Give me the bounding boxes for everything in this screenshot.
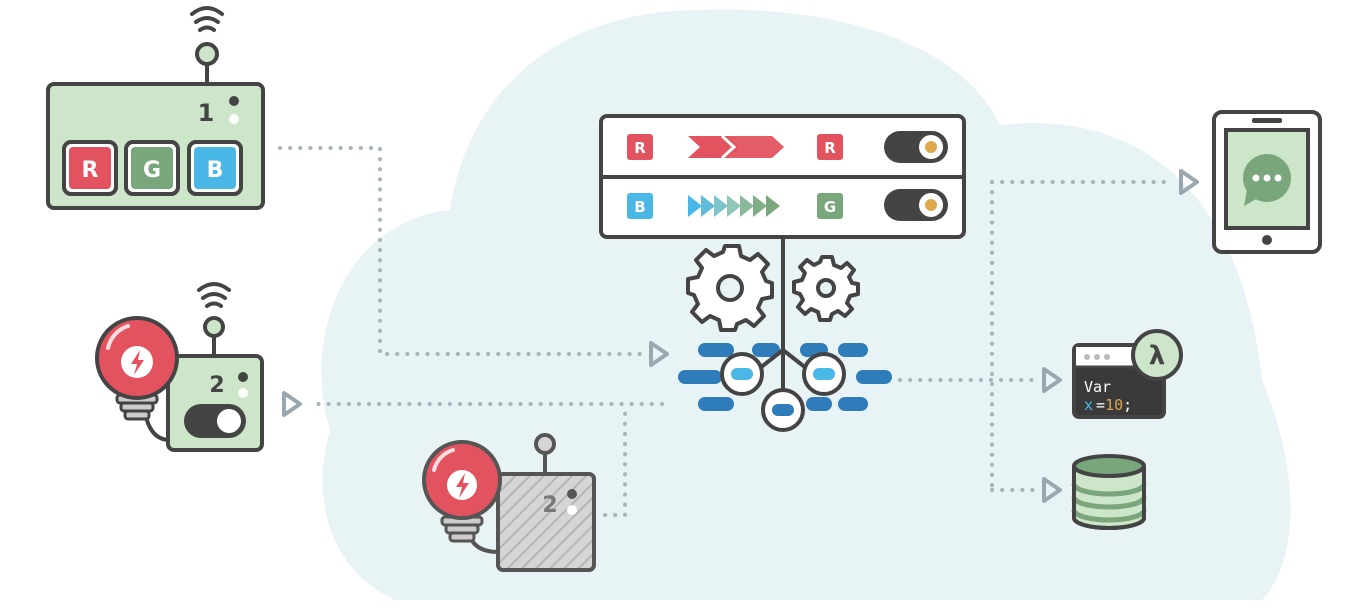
tablet-device [1212, 110, 1322, 254]
topic-node [720, 352, 764, 396]
status-led-dark [229, 96, 239, 106]
transform-arrows-blue-to-green [688, 195, 780, 217]
home-button [1262, 235, 1272, 245]
rule-source-label: B [634, 198, 645, 216]
svg-text:λ: λ [1149, 341, 1165, 371]
rule-source-label: R [634, 139, 646, 157]
code-value: 10 [1105, 396, 1123, 414]
blue-button[interactable]: B [187, 140, 243, 196]
arrow-to-lambda [1042, 367, 1062, 393]
lightbulb-icon [95, 316, 179, 421]
device-shadow: 2 [422, 433, 596, 572]
code-line-1: Var [1084, 378, 1111, 396]
rule-target-label: G [824, 198, 836, 216]
red-button[interactable]: R [62, 140, 118, 196]
device-number-1: 1 [198, 99, 215, 127]
code-terminator: ; [1123, 396, 1132, 414]
topic-node [761, 388, 805, 432]
arrow-to-tablet [1179, 169, 1199, 195]
topic-node [802, 352, 846, 396]
database-icon [1071, 454, 1147, 530]
svg-text:B: B [207, 158, 224, 183]
controller-to-broker-line [278, 146, 642, 356]
chat-bubble-icon [1243, 154, 1291, 206]
shadow-device-body [496, 472, 596, 572]
svg-text:x=10;: x=10; [1084, 396, 1132, 414]
shadow-to-broker-line [603, 402, 627, 517]
lightning-icon [456, 473, 469, 498]
device-number-2: 2 [209, 373, 224, 398]
shadow-device-number: 2 [542, 493, 557, 518]
transform-arrows-red [688, 134, 784, 160]
code-operator: = [1096, 396, 1105, 414]
rule-toggle-2[interactable] [884, 189, 948, 221]
antenna-knob [195, 42, 219, 66]
code-var-name: x [1084, 396, 1093, 414]
lightbulb-icon [422, 440, 502, 543]
arrowheads [282, 169, 1199, 503]
svg-text:R: R [82, 158, 99, 183]
status-led-light [229, 114, 239, 124]
rules-engine-panel: R R B [599, 114, 966, 340]
smart-bulb-device: 2 [95, 282, 264, 452]
gear-icon [792, 255, 860, 322]
power-toggle-switch[interactable] [184, 404, 246, 438]
gear-icon [686, 244, 774, 332]
rule-toggle-1[interactable] [884, 131, 948, 163]
lambda-function-window: Var x=10; λ [1072, 329, 1183, 419]
connection-lines [278, 146, 1172, 517]
green-button[interactable]: G [124, 140, 180, 196]
rgb-controller-device: 1 R G B [46, 6, 265, 210]
arrow-to-database [1042, 477, 1062, 503]
rule-row-2: B G [627, 189, 948, 221]
message-broker [678, 340, 892, 432]
lightning-icon [131, 350, 144, 375]
rule-target-label: R [824, 139, 836, 157]
lambda-icon: λ [1131, 329, 1183, 381]
rule-row-1: R R [627, 131, 948, 163]
arrow-to-bulb [282, 391, 302, 417]
wifi-icon [197, 282, 231, 308]
svg-text:G: G [143, 158, 161, 183]
wifi-icon [190, 6, 224, 32]
arrow-to-broker [649, 341, 669, 367]
